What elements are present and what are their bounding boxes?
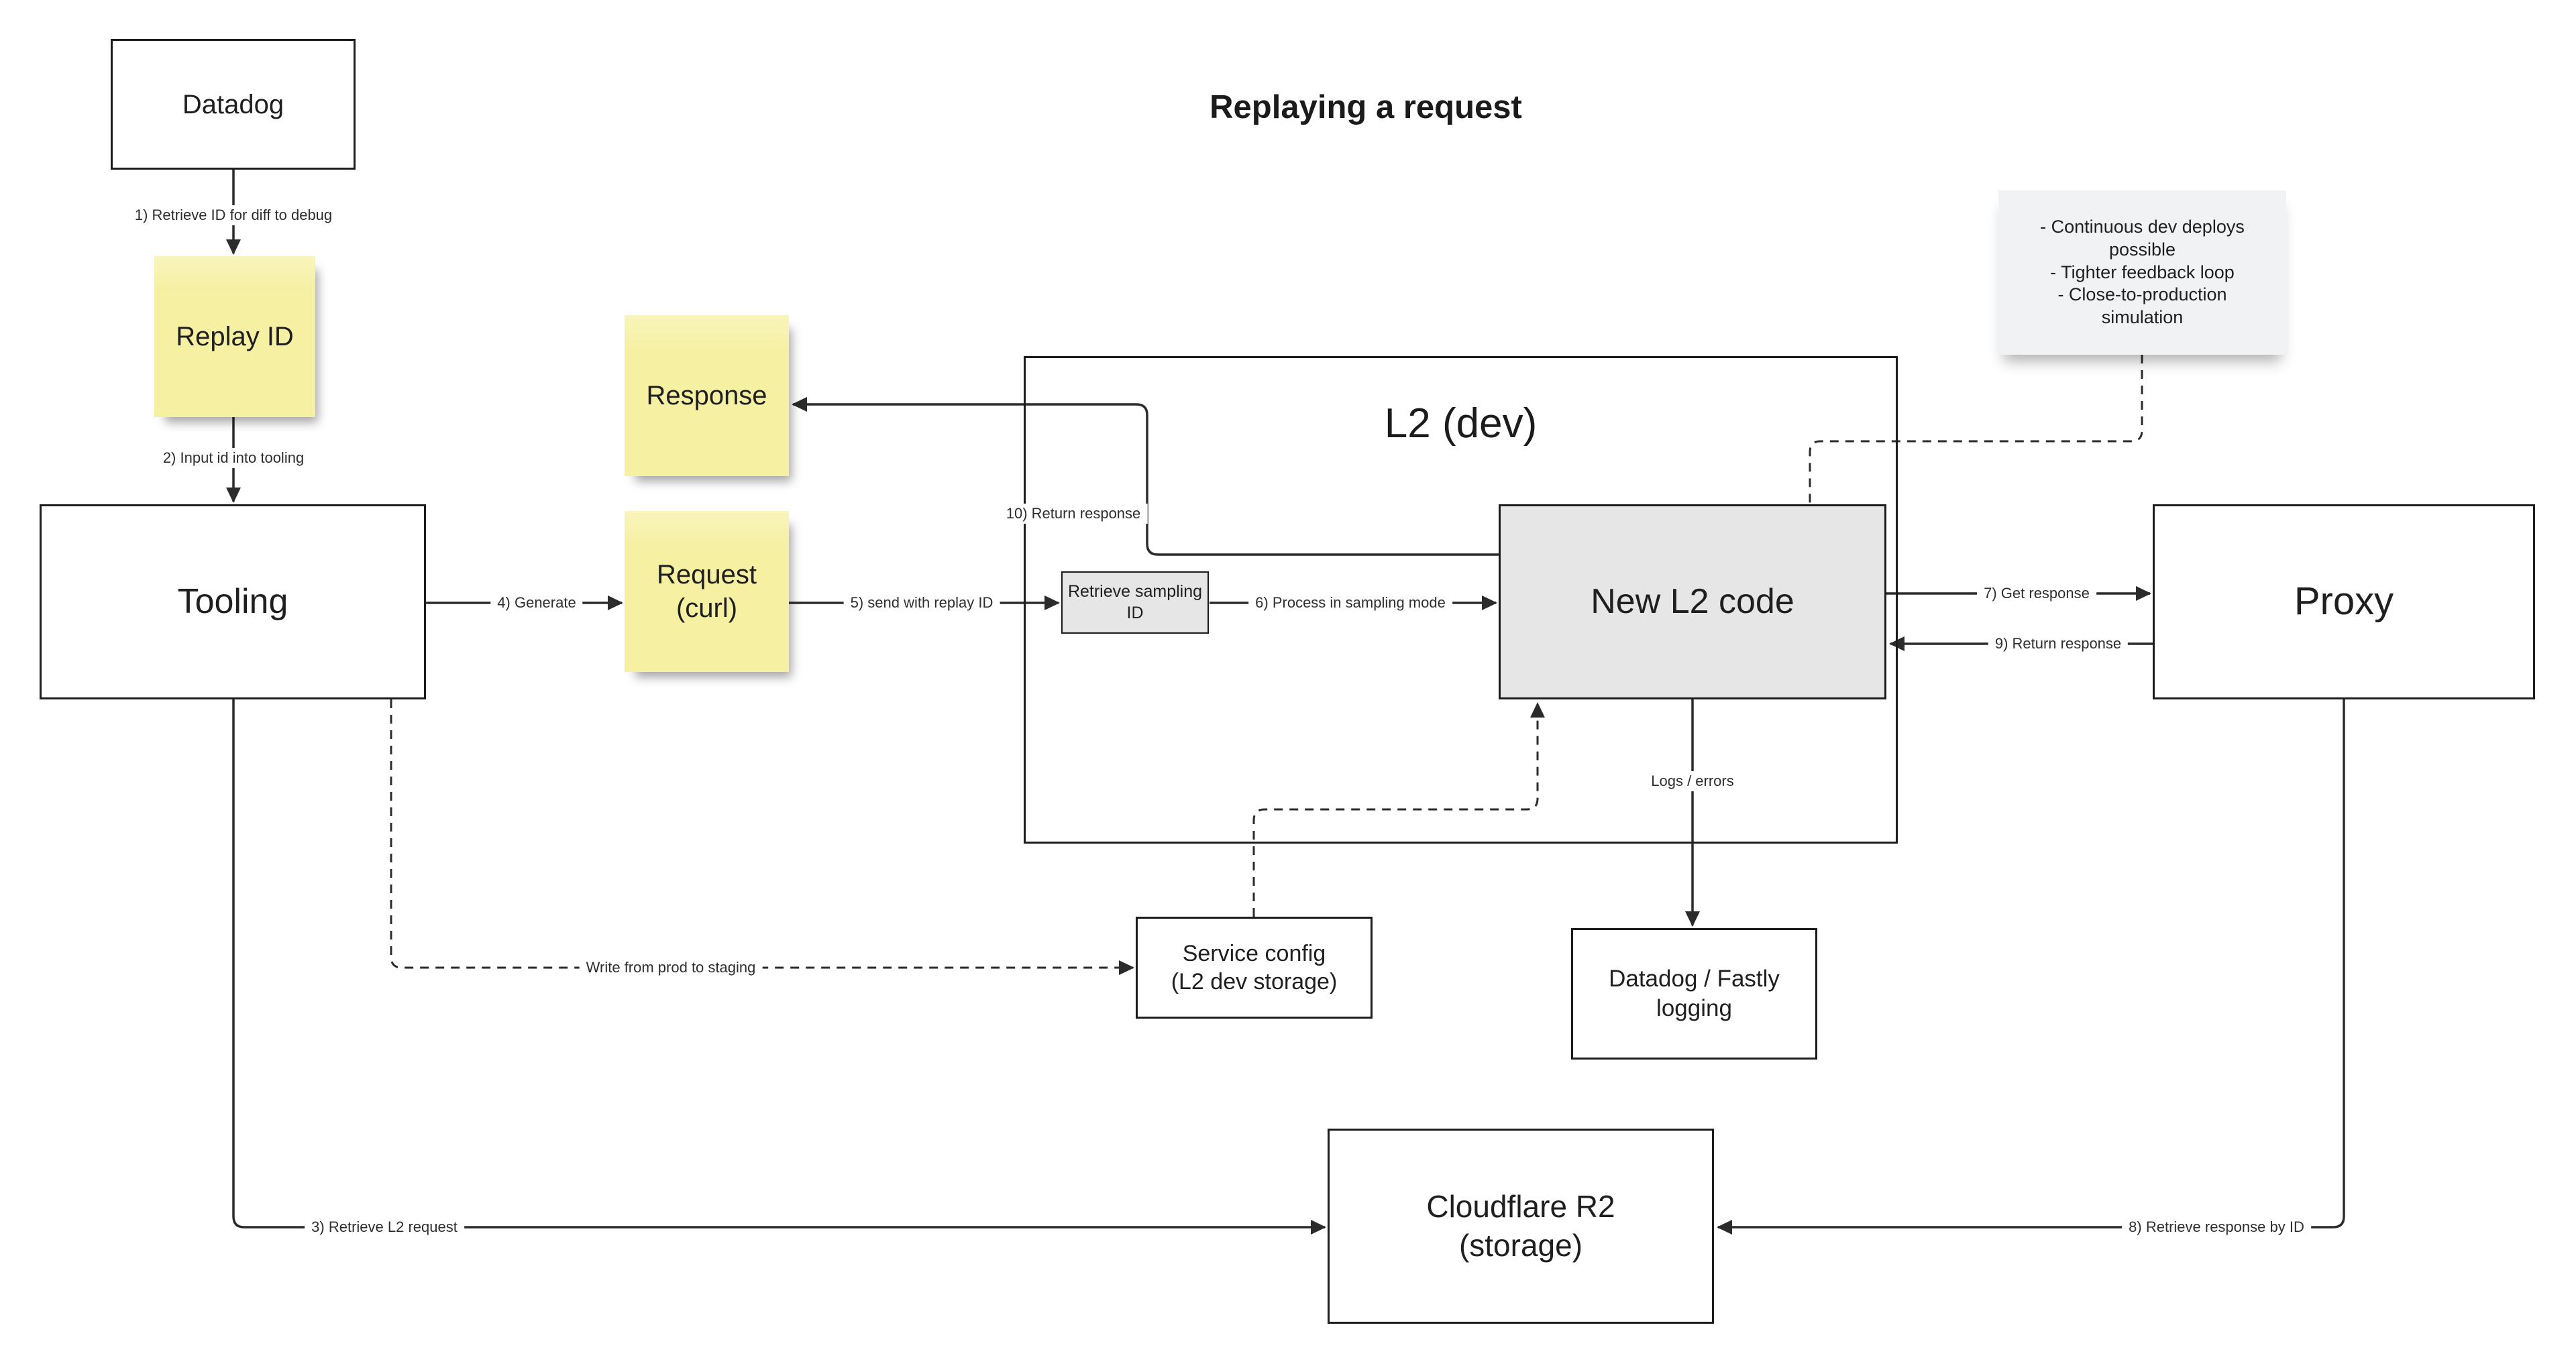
benefits-note-text: - Continuous dev deploys possible - Tigh… — [2040, 217, 2245, 328]
request-curl-sticky[interactable]: Request (curl) — [625, 511, 789, 672]
cloudflare-r2-label: Cloudflare R2 (storage) — [1426, 1189, 1615, 1263]
proxy-box[interactable]: Proxy — [2153, 504, 2535, 699]
retrieve-sampling-id-box[interactable]: Retrieve sampling ID — [1061, 571, 1209, 634]
new-l2-code-box[interactable]: New L2 code — [1499, 504, 1886, 699]
edge-write-prod-staging — [390, 699, 1134, 975]
response-label: Response — [646, 381, 767, 410]
edge-note-to-newl2 — [1809, 355, 2143, 503]
request-curl-label: Request (curl) — [657, 560, 757, 623]
edge-label-step3: 3) Retrieve L2 request — [305, 1217, 464, 1237]
edge-label-step1: 1) Retrieve ID for diff to debug — [127, 205, 339, 225]
service-config-label: Service config (L2 dev storage) — [1171, 940, 1338, 995]
edge-step3 — [232, 699, 1326, 1235]
l2-dev-container[interactable]: L2 (dev) — [1024, 356, 1898, 844]
edge-step10 — [792, 397, 1499, 556]
service-config-box[interactable]: Service config (L2 dev storage) — [1136, 917, 1373, 1019]
retrieve-sampling-id-label: Retrieve sampling ID — [1067, 582, 1203, 622]
datadog-fastly-logging-box[interactable]: Datadog / Fastly logging — [1571, 928, 1817, 1060]
edge-label-step7: 7) Get response — [1977, 583, 2096, 604]
edge-label-step9: 9) Return response — [1988, 634, 2129, 654]
edge-label-step4: 4) Generate — [490, 593, 583, 613]
datadog-label: Datadog — [182, 89, 284, 119]
replay-id-sticky[interactable]: Replay ID — [154, 256, 315, 417]
replay-id-label: Replay ID — [176, 322, 294, 351]
response-sticky[interactable]: Response — [625, 315, 789, 476]
edge-label-write: Write from prod to staging — [579, 958, 763, 978]
cloudflare-r2-box[interactable]: Cloudflare R2 (storage) — [1328, 1129, 1714, 1324]
edge-label-step5: 5) send with replay ID — [843, 593, 1000, 613]
edge-config-to-newl2 — [1252, 702, 1545, 917]
edge-label-step6: 6) Process in sampling mode — [1248, 593, 1452, 613]
new-l2-code-label: New L2 code — [1591, 582, 1794, 621]
tooling-label: Tooling — [177, 582, 288, 621]
proxy-label: Proxy — [2294, 579, 2394, 624]
datadog-fastly-logging-label: Datadog / Fastly logging — [1609, 966, 1780, 1021]
tooling-box[interactable]: Tooling — [40, 504, 426, 699]
diagram-title: Replaying a request — [1210, 89, 1522, 125]
benefits-note-sticky[interactable]: - Continuous dev deploys possible - Tigh… — [1998, 190, 2286, 355]
l2-dev-title: L2 (dev) — [1384, 400, 1538, 447]
edge-label-logs: Logs / errors — [1644, 771, 1741, 791]
datadog-box[interactable]: Datadog — [111, 39, 356, 170]
edge-label-step2: 2) Input id into tooling — [156, 448, 311, 468]
edge-step8 — [1717, 699, 2345, 1235]
edge-label-step8: 8) Retrieve response by ID — [2122, 1217, 2311, 1237]
edge-label-step10: 10) Return response — [999, 504, 1148, 524]
